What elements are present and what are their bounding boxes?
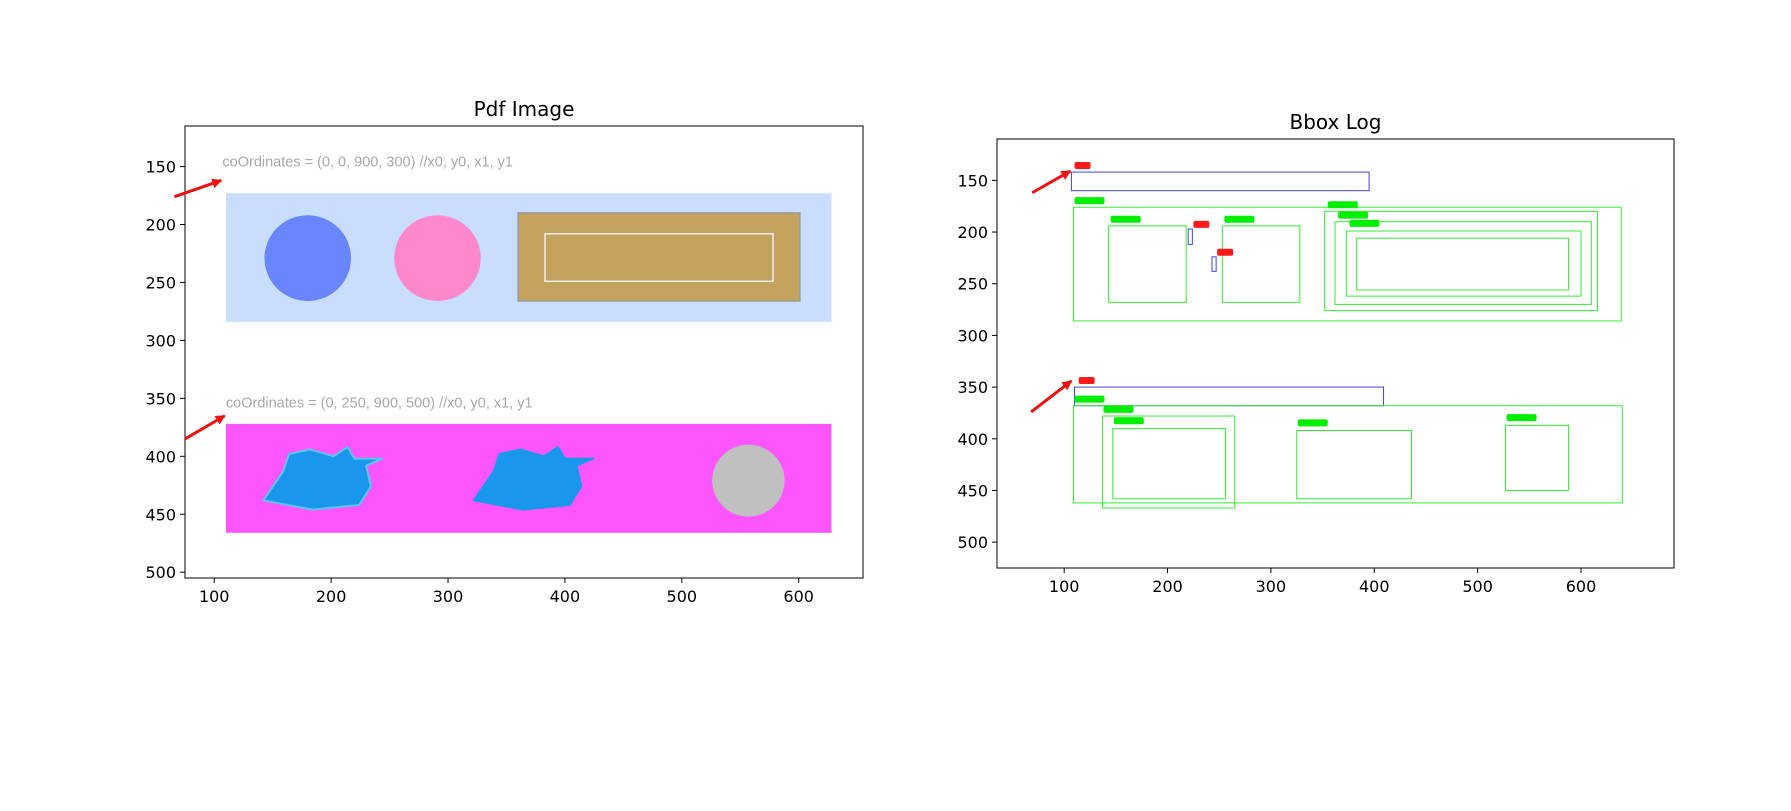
drawing-bbox <box>1101 415 1236 509</box>
drawing-tag <box>1113 417 1144 425</box>
image-circle <box>264 215 351 302</box>
x-tick-label: 600 <box>1566 577 1597 596</box>
y-tick-label: 450 <box>145 505 176 524</box>
drawing-bbox <box>1296 430 1412 500</box>
drawing-bbox <box>1505 424 1570 491</box>
text-bbox <box>1074 386 1385 407</box>
x-tick-label: 100 <box>199 587 230 606</box>
drawing-tag <box>1224 215 1255 223</box>
image-blob <box>262 446 384 511</box>
text-bbox <box>1070 171 1370 192</box>
drawing-tag <box>1349 219 1380 227</box>
x-tick-label: 200 <box>316 587 347 606</box>
red-arrow <box>173 178 223 199</box>
text-tag <box>1217 248 1234 256</box>
y-tick-label: 150 <box>957 171 988 190</box>
drawing-bbox <box>1072 405 1623 504</box>
drawing-bbox <box>1356 237 1570 291</box>
drawing-tag <box>1297 419 1328 427</box>
drawing-bbox <box>1072 206 1622 322</box>
bbox-log-content <box>1070 161 1623 509</box>
image-circle <box>712 444 785 517</box>
image-blob <box>472 446 594 511</box>
coordinate-annotation: coOrdinates = (0, 0, 900, 300) //x0, y0,… <box>222 155 513 171</box>
bbox-log-title: Bbox Log <box>1290 110 1382 134</box>
x-tick-label: 300 <box>1256 577 1287 596</box>
red-arrow <box>1031 169 1072 195</box>
y-tick-label: 250 <box>145 273 176 292</box>
y-tick-label: 500 <box>145 563 176 582</box>
y-tick-label: 400 <box>957 430 988 449</box>
y-tick-label: 200 <box>145 216 176 235</box>
y-tick-label: 150 <box>145 158 176 177</box>
x-tick-label: 600 <box>783 587 814 606</box>
pdf-image-panel: coOrdinates = (0, 0, 900, 300) //x0, y0,… <box>145 97 864 606</box>
y-tick-label: 200 <box>957 223 988 242</box>
drawing-tag <box>1506 414 1537 422</box>
bbox-log-ticks: 100 200 300 400 500 600 150 200 250 300 350 400 450 5… <box>957 171 1596 596</box>
red-arrow <box>184 414 226 441</box>
pdf-image-title: Pdf Image <box>474 97 575 121</box>
text-tag <box>1074 161 1091 169</box>
x-tick-label: 300 <box>433 587 464 606</box>
y-tick-label: 300 <box>957 326 988 345</box>
x-tick-label: 400 <box>1359 577 1390 596</box>
drawing-bbox <box>1345 230 1582 297</box>
drawing-bbox <box>1324 210 1599 312</box>
image-rect <box>544 233 774 283</box>
drawing-tag <box>1074 395 1105 403</box>
text-bbox <box>1187 228 1193 245</box>
image-circle <box>394 215 481 302</box>
y-tick-label: 450 <box>957 481 988 500</box>
drawing-tag <box>1327 201 1358 209</box>
y-tick-label: 350 <box>145 389 176 408</box>
y-tick-label: 400 <box>145 447 176 466</box>
x-tick-label: 400 <box>550 587 581 606</box>
pdf-image-content: coOrdinates = (0, 0, 900, 300) //x0, y0,… <box>222 155 832 533</box>
x-tick-label: 500 <box>667 587 698 606</box>
y-tick-label: 250 <box>957 275 988 294</box>
pdf-image-ticks: 100 200 300 400 500 600 150 200 250 300 350 400 450 5… <box>145 158 814 606</box>
y-tick-label: 350 <box>957 378 988 397</box>
drawing-bbox <box>1112 427 1226 500</box>
y-tick-label: 300 <box>145 331 176 350</box>
x-tick-label: 100 <box>1049 577 1080 596</box>
red-arrow <box>1030 379 1073 414</box>
text-tag <box>1078 376 1095 384</box>
drawing-bbox <box>1221 225 1301 303</box>
bbox-log-panel: 100 200 300 400 500 600 150 200 250 300 350 400 450 5… <box>957 110 1675 596</box>
coordinate-annotation: coOrdinates = (0, 250, 900, 500) //x0, y… <box>226 396 533 412</box>
image-rect <box>517 212 801 302</box>
drawing-tag <box>1103 405 1134 413</box>
y-tick-label: 500 <box>957 533 988 552</box>
x-tick-label: 500 <box>1462 577 1493 596</box>
drawing-bbox <box>1334 221 1592 305</box>
text-tag <box>1193 220 1210 228</box>
bbox-log-axes-frame <box>996 138 1675 569</box>
drawing-tag <box>1074 197 1105 205</box>
x-tick-label: 200 <box>1152 577 1183 596</box>
drawing-tag <box>1338 211 1369 219</box>
drawing-bbox <box>1108 225 1187 303</box>
pdf-image-axes-frame <box>184 125 864 579</box>
text-bbox <box>1211 256 1217 272</box>
drawing-tag <box>1110 215 1141 223</box>
